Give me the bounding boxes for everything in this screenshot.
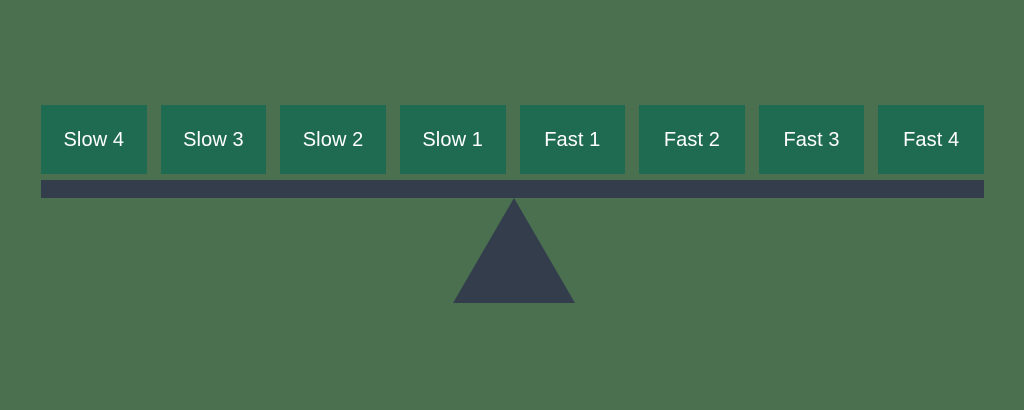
weight-block-label: Slow 4 xyxy=(63,128,125,151)
weight-block-slow-2[interactable]: Slow 2 xyxy=(280,105,386,174)
weight-block-slow-4[interactable]: Slow 4 xyxy=(41,105,147,174)
weight-block-label: Slow 3 xyxy=(183,128,244,151)
weight-block-fast-2[interactable]: Fast 2 xyxy=(639,105,745,174)
weight-block-fast-4[interactable]: Fast 4 xyxy=(878,105,984,174)
weight-block-label: Fast 2 xyxy=(663,128,721,151)
weight-block-label: Fast 4 xyxy=(903,128,960,151)
weight-block-fast-3[interactable]: Fast 3 xyxy=(758,105,865,174)
fulcrum-triangle-icon xyxy=(453,198,575,303)
weight-block-label: Fast 3 xyxy=(783,128,840,151)
weight-block-label: Fast 1 xyxy=(544,128,601,151)
weight-block-fast-1[interactable]: Fast 1 xyxy=(519,105,626,174)
weight-block-label: Slow 1 xyxy=(422,128,483,151)
weight-block-slow-3[interactable]: Slow 3 xyxy=(160,105,267,174)
lever-bar xyxy=(41,180,984,198)
weight-block-slow-1[interactable]: Slow 1 xyxy=(399,105,506,174)
weight-block-label: Slow 2 xyxy=(302,128,364,151)
weight-block-row: Slow 4 Slow 3 Slow 2 Slow 1 Fast 1 Fast … xyxy=(41,105,984,174)
